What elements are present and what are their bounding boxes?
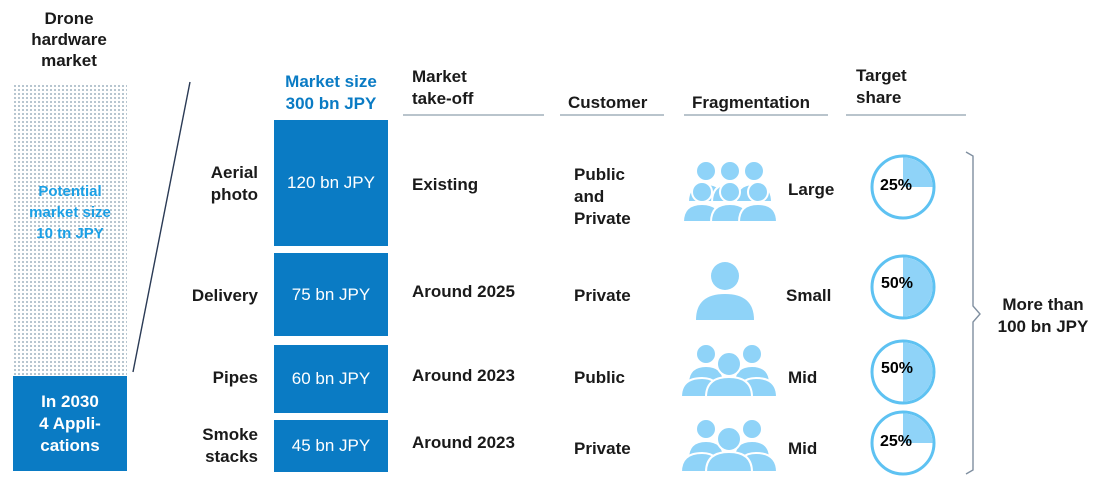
- customer-value-line: Private: [574, 209, 631, 228]
- customer-header-underline: [560, 114, 664, 116]
- takeoff-header-line: Market: [412, 67, 467, 86]
- pie-slice: [903, 413, 933, 443]
- market-size-box: 60 bn JPY: [274, 345, 388, 413]
- customer-value-line: Public: [574, 368, 626, 387]
- fragmentation-value: Large: [788, 180, 835, 199]
- potential-line: market size: [29, 203, 111, 221]
- market-size-header-line: 300 bn JPY: [285, 94, 377, 113]
- application-label-line: Smoke: [202, 425, 258, 444]
- fragmentation-header: Fragmentation: [692, 93, 811, 112]
- customer-value-line: and: [574, 187, 605, 206]
- pie-slice: [903, 157, 933, 187]
- customer-value-line: Public: [574, 165, 626, 184]
- takeoff-header-underline: [403, 114, 544, 116]
- application-label-line: stacks: [205, 447, 258, 466]
- potential-line: Potential: [38, 182, 102, 200]
- market-size-box: 45 bn JPY: [274, 420, 388, 472]
- customer-value-line: Private: [574, 286, 631, 305]
- connector-top-line: [132, 81, 191, 373]
- apps-line: 4 Appli-: [39, 413, 101, 433]
- target-share-pie: 50%: [870, 254, 936, 320]
- summary-label: More than 100 bn JPY: [992, 294, 1094, 338]
- target-share-header-underline: [846, 114, 966, 116]
- people-group-large-icon: [682, 160, 778, 223]
- application-label: Pipes: [180, 367, 258, 389]
- left-title-line: Drone: [44, 9, 94, 28]
- target-share-header-line: share: [856, 88, 902, 107]
- pie-slice: [903, 257, 933, 317]
- summary-line: More than: [1002, 295, 1084, 314]
- market-size-box: 75 bn JPY: [274, 253, 388, 336]
- customer-value: Public and Private: [574, 164, 631, 230]
- target-share-pie: 50%: [870, 339, 936, 405]
- summary-bracket: [965, 151, 981, 475]
- market-size-header: Market size 300 bn JPY: [275, 71, 387, 115]
- customer-header: Customer: [568, 93, 648, 112]
- application-label-line: Pipes: [212, 368, 258, 387]
- application-label-line: Delivery: [191, 286, 258, 305]
- takeoff-value: Around 2023: [412, 433, 515, 452]
- left-title-line: market: [41, 51, 97, 70]
- target-share-header-line: Target: [856, 66, 907, 85]
- potential-market-block: Potential market size 10 tn JPY: [13, 84, 127, 376]
- market-size-box: 120 bn JPY: [274, 120, 388, 246]
- target-share-pie: 25%: [870, 410, 936, 476]
- apps-line: cations: [40, 435, 100, 455]
- application-label-line: Aerial: [210, 163, 258, 182]
- application-label: Aerial photo: [180, 162, 258, 206]
- pie-label: 25%: [880, 177, 912, 194]
- people-group-icon: [680, 343, 778, 398]
- pie-label: 25%: [880, 433, 912, 450]
- takeoff-header-line: take-off: [412, 89, 474, 108]
- left-title-line: hardware: [31, 30, 107, 49]
- potential-line: 10 tn JPY: [36, 224, 104, 242]
- market-size-header-line: Market size: [285, 72, 377, 91]
- applications-label: In 2030 4 Appli- cations: [15, 391, 125, 457]
- fragmentation-value: Mid: [788, 368, 818, 387]
- application-label: Smoke stacks: [180, 424, 258, 468]
- takeoff-value: Around 2025: [412, 282, 515, 301]
- takeoff-header: Market take-off: [412, 66, 473, 110]
- application-label: Delivery: [170, 285, 258, 307]
- pie-label: 50%: [881, 360, 913, 377]
- applications-2030-block: In 2030 4 Appli- cations: [13, 376, 127, 471]
- apps-line: In 2030: [41, 391, 99, 411]
- customer-value: Public: [574, 367, 625, 389]
- fragmentation-header-underline: [684, 114, 828, 116]
- pie-slice: [903, 342, 933, 402]
- person-icon: [696, 262, 754, 320]
- people-group-icon: [680, 418, 778, 473]
- fragmentation-value: Mid: [788, 439, 818, 458]
- customer-value: Private: [574, 285, 631, 307]
- target-share-pie: 25%: [870, 154, 936, 220]
- takeoff-value: Existing: [412, 175, 479, 194]
- customer-value-line: Private: [574, 439, 631, 458]
- fragmentation-value: Small: [786, 286, 832, 305]
- summary-line: 100 bn JPY: [997, 317, 1089, 336]
- target-share-header: Target share: [856, 65, 907, 109]
- pie-label: 50%: [881, 275, 913, 292]
- potential-market-label: Potential market size 10 tn JPY: [15, 181, 125, 244]
- drone-hardware-market-title: Drone hardware market: [10, 8, 128, 71]
- application-label-line: photo: [210, 185, 258, 204]
- takeoff-value: Around 2023: [412, 366, 515, 385]
- customer-value: Private: [574, 438, 631, 460]
